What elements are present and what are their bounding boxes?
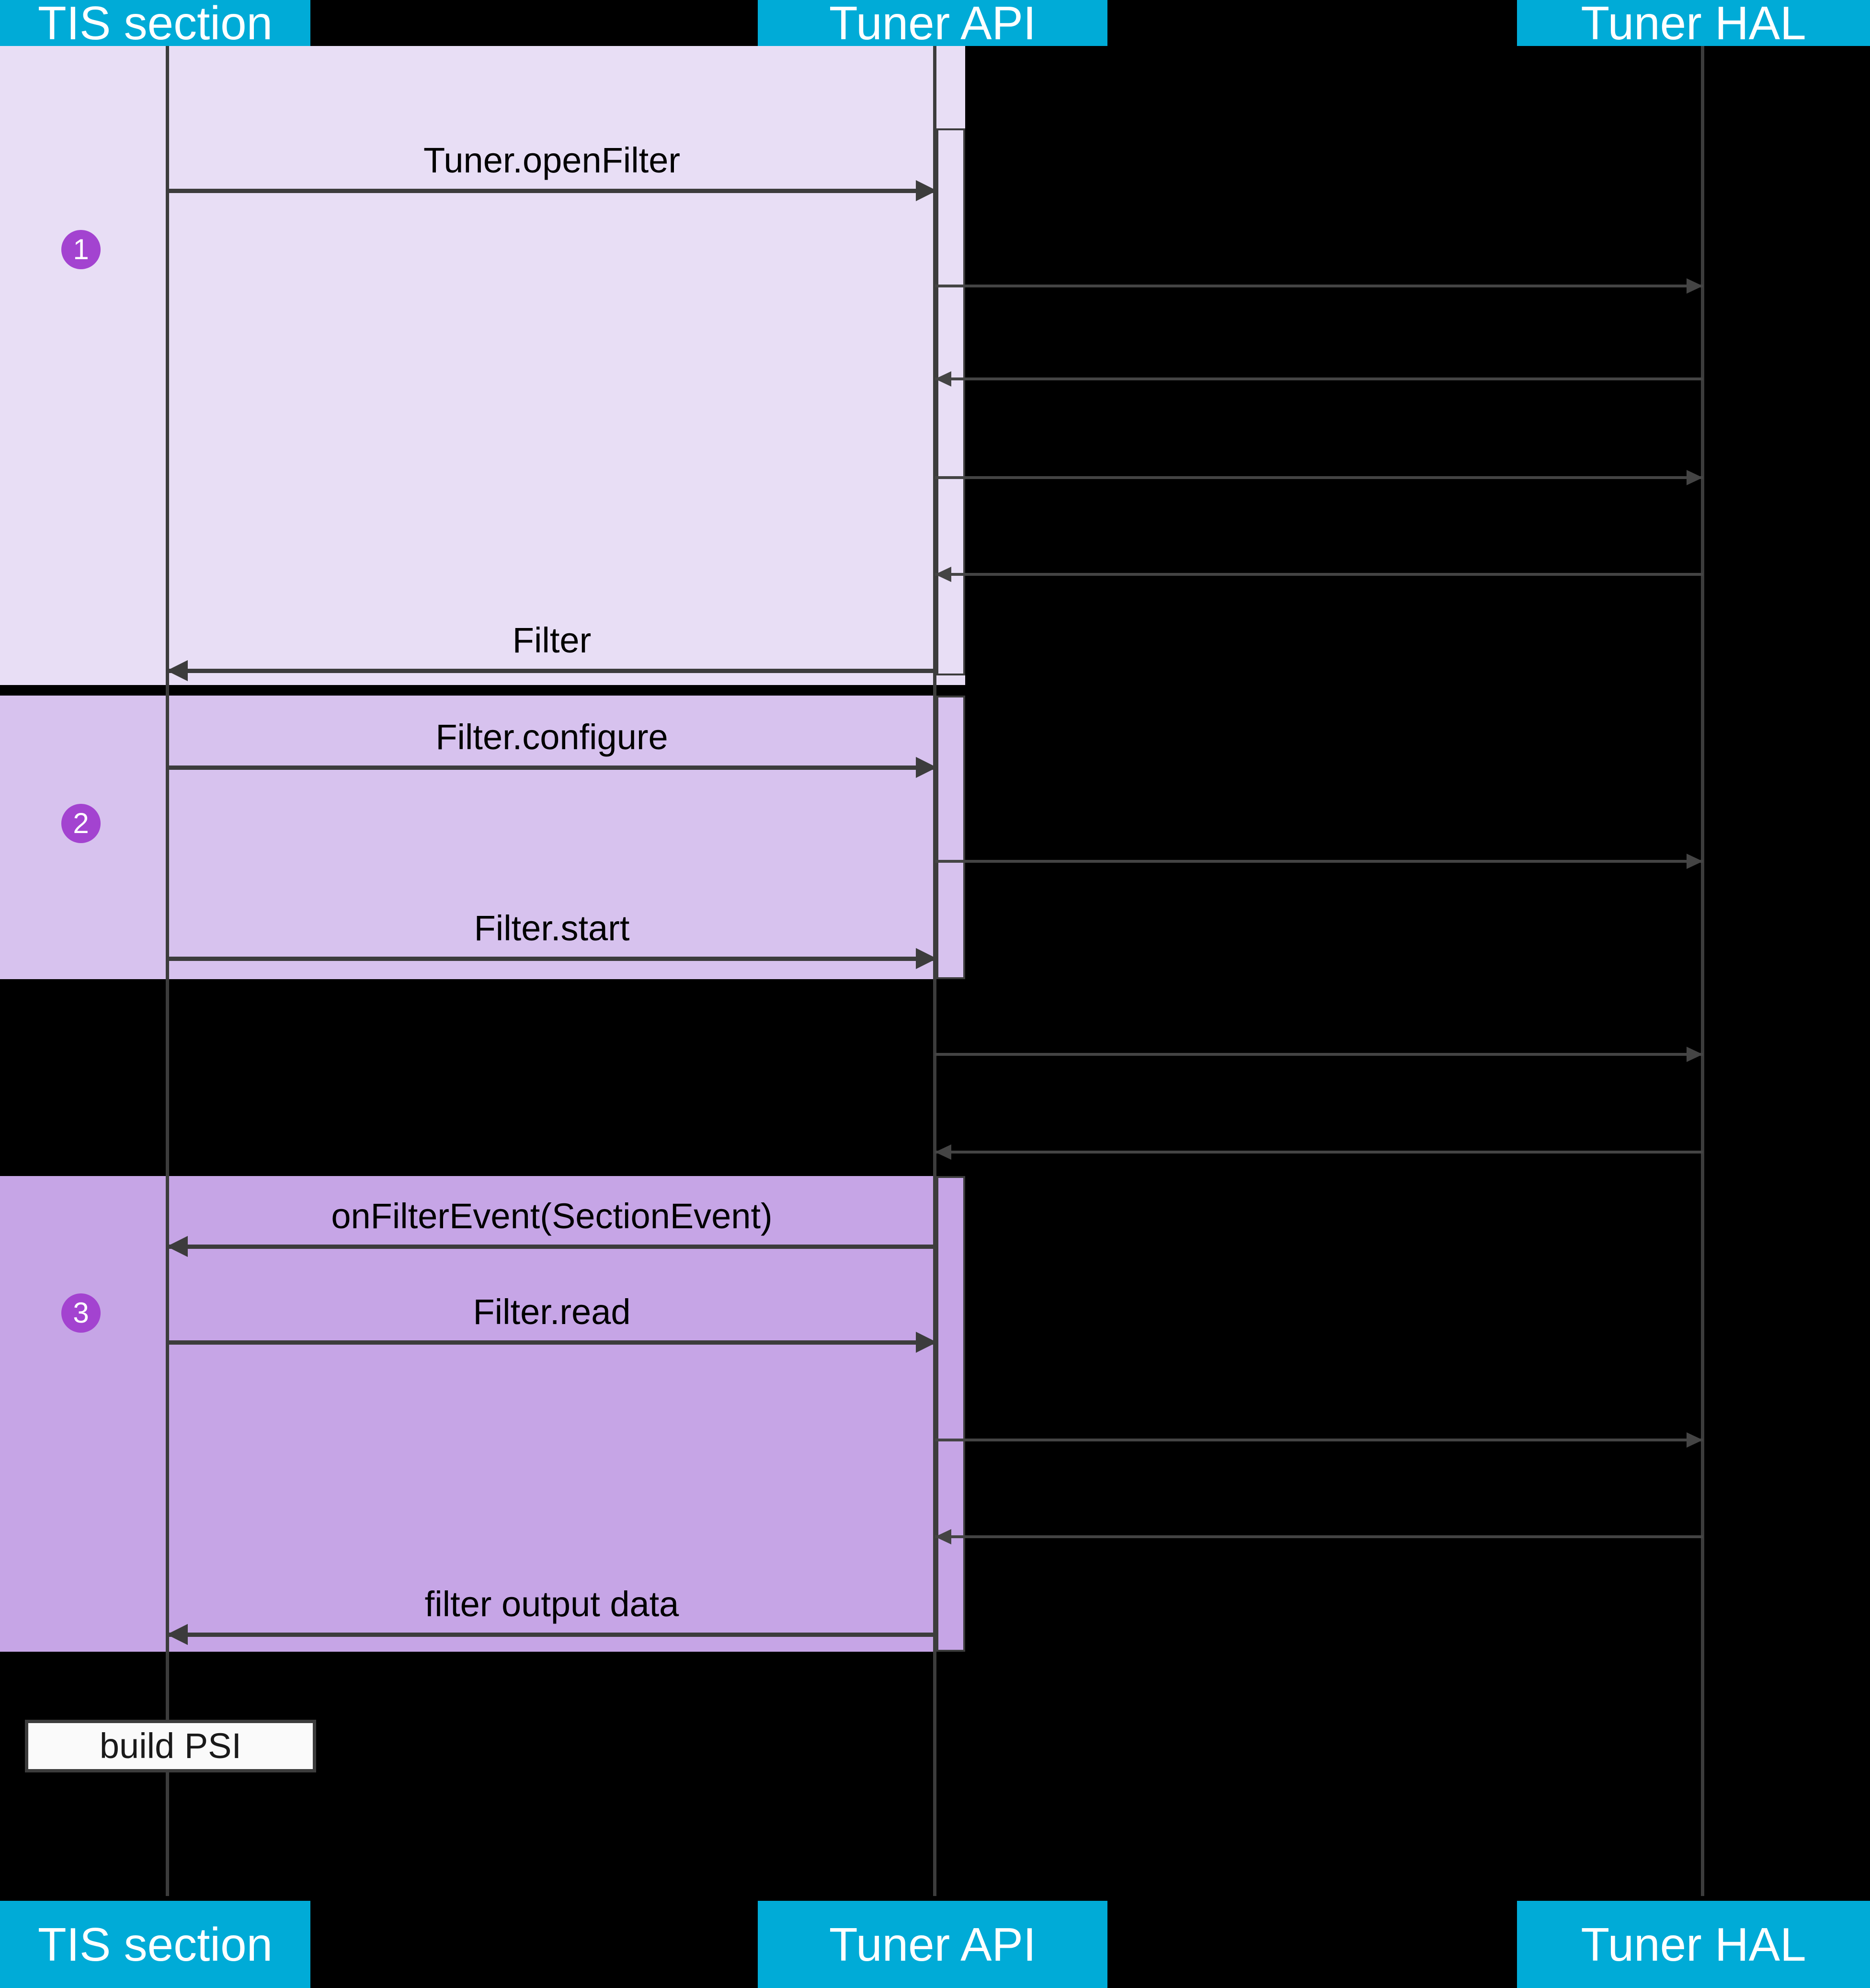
step-badge-2: 2 <box>61 804 101 843</box>
participant-footer-tis-section[interactable]: TIS section <box>0 1901 310 1988</box>
message-label: Tuner.openFilter <box>423 140 681 180</box>
participant-header-tuner-hal[interactable]: Tuner HAL <box>1517 0 1870 46</box>
arrow-shaft <box>167 1340 937 1345</box>
arrowhead-right-icon <box>1687 470 1703 485</box>
step-band-3 <box>0 1176 965 1652</box>
arrowhead-right-icon <box>916 1332 937 1353</box>
arrowhead-right-icon <box>916 180 937 201</box>
arrow-shaft <box>935 860 1703 863</box>
arrow-shaft <box>167 669 937 673</box>
arrowhead-left-icon <box>935 1144 951 1160</box>
step-badge-3: 3 <box>61 1293 101 1333</box>
arrow-shaft <box>935 1439 1703 1441</box>
message-label: Filter.start <box>474 908 630 948</box>
arrowhead-right-icon <box>1687 1047 1703 1062</box>
participant-footer-tuner-hal[interactable]: Tuner HAL <box>1517 1901 1870 1988</box>
participant-footer-tuner-api[interactable]: Tuner API <box>758 1901 1107 1988</box>
arrowhead-right-icon <box>1687 278 1703 294</box>
activation-bar-step2 <box>936 696 965 979</box>
arrow-shaft <box>935 1535 1703 1538</box>
arrow-shaft <box>167 957 937 961</box>
arrow-shaft <box>935 573 1703 576</box>
step-band-2 <box>0 696 965 979</box>
arrowhead-left-icon <box>935 1529 951 1544</box>
step-badge-1: 1 <box>61 230 101 269</box>
arrowhead-left-icon <box>167 1624 188 1645</box>
lifeline-tuner-api <box>933 46 936 1896</box>
lifeline-tuner-hal <box>1701 46 1704 1896</box>
arrowhead-right-icon <box>1687 1432 1703 1448</box>
arrowhead-left-icon <box>935 567 951 582</box>
arrow-shaft <box>167 1633 937 1637</box>
step-band-1 <box>0 46 965 685</box>
arrow-shaft <box>935 1053 1703 1056</box>
message-label: Filter.read <box>473 1292 631 1332</box>
message-label: onFilterEvent(SectionEvent) <box>331 1196 773 1236</box>
arrow-shaft <box>167 1245 937 1249</box>
activation-bar-step1 <box>936 128 965 675</box>
message-label: filter output data <box>424 1584 679 1624</box>
arrowhead-right-icon <box>916 948 937 969</box>
arrow-shaft <box>935 1151 1703 1154</box>
activation-bar-step3 <box>936 1176 965 1652</box>
message-label: Filter.configure <box>435 717 668 757</box>
arrowhead-left-icon <box>167 1236 188 1257</box>
arrowhead-right-icon <box>916 757 937 778</box>
participant-header-tuner-api[interactable]: Tuner API <box>758 0 1107 46</box>
arrowhead-left-icon <box>935 371 951 387</box>
arrow-shaft <box>935 377 1703 380</box>
lifeline-tis-section <box>166 46 169 1896</box>
arrow-shaft <box>167 189 937 193</box>
message-label: Filter <box>512 620 592 660</box>
arrowhead-left-icon <box>167 660 188 681</box>
arrow-shaft <box>935 476 1703 479</box>
participant-header-tis-section[interactable]: TIS section <box>0 0 310 46</box>
arrow-shaft <box>167 765 937 770</box>
arrow-shaft <box>935 285 1703 287</box>
arrowhead-right-icon <box>1687 854 1703 869</box>
note-build-psi: build PSI <box>25 1720 316 1772</box>
